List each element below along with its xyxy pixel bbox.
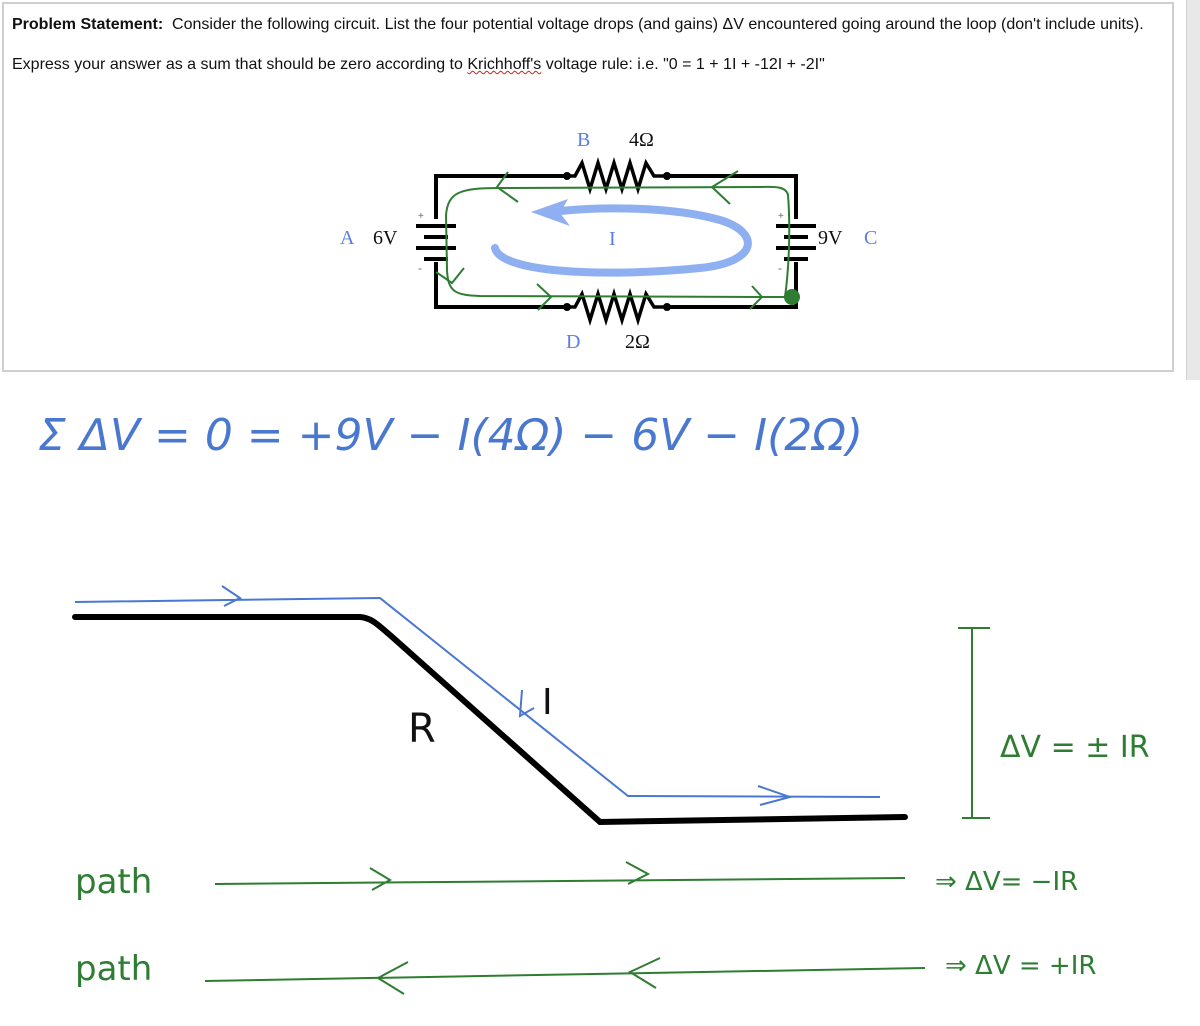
battery-left-icon: [416, 224, 456, 261]
path-arrow-backward: [204, 957, 926, 995]
plus-right: +: [778, 211, 784, 222]
delta-v-bracket: [958, 627, 990, 819]
minus-left: -: [418, 261, 422, 275]
current-arrow-icon: [491, 199, 752, 277]
plus-left: +: [418, 211, 424, 222]
problem-label: Problem Statement:: [12, 16, 164, 33]
instruction-text-1: Express your answer as a sum that should…: [12, 56, 468, 73]
path-result-1: ⇒ ΔV= −IR: [935, 867, 1078, 897]
battery-right-icon: [776, 224, 816, 261]
circuit-diagram: [416, 157, 816, 326]
resistor-terminals: [563, 172, 671, 311]
node-a-label: A: [340, 227, 355, 249]
resistor-top: [567, 157, 667, 195]
minus-right: -: [778, 261, 782, 275]
delta-v-general: ΔV = ± IR: [1000, 730, 1150, 765]
resistor-label-r: R: [408, 706, 436, 752]
battery-right-label: 9V: [818, 227, 843, 249]
current-label-sketch: I: [542, 682, 553, 723]
node-b-label: B: [577, 129, 590, 151]
instruction-text-2: voltage rule: i.e. "0 = 1 + 1I + -12I + …: [541, 56, 825, 73]
path-arrow-forward: [214, 861, 906, 891]
path-label-2: path: [75, 949, 152, 989]
resistor-bottom: [567, 288, 667, 326]
resistor-bottom-label: 2Ω: [625, 331, 650, 353]
path-label-1: path: [75, 862, 152, 902]
scrollbar[interactable]: [1186, 0, 1200, 380]
bottom-wire: [434, 262, 798, 309]
node-c-label: C: [864, 227, 877, 249]
resistor-top-label: 4Ω: [629, 129, 654, 151]
node-d-label: D: [566, 331, 580, 353]
battery-left-label: 6V: [373, 227, 398, 249]
current-label: I: [609, 228, 616, 250]
path-result-2: ⇒ ΔV = +IR: [945, 951, 1096, 981]
kirchhoff-equation: Σ ΔV = 0 = +9V − I(4Ω) − 6V − I(2Ω): [38, 410, 863, 461]
green-path-annotation: [435, 170, 800, 311]
top-wire: [434, 174, 798, 219]
problem-statement: Consider the following circuit. List the…: [172, 16, 1144, 33]
problem-text: Problem Statement: Consider the followin…: [12, 14, 1162, 76]
resistor-slope-sketch: [72, 585, 908, 826]
misspelled-word[interactable]: Krichhoff's: [467, 56, 542, 73]
